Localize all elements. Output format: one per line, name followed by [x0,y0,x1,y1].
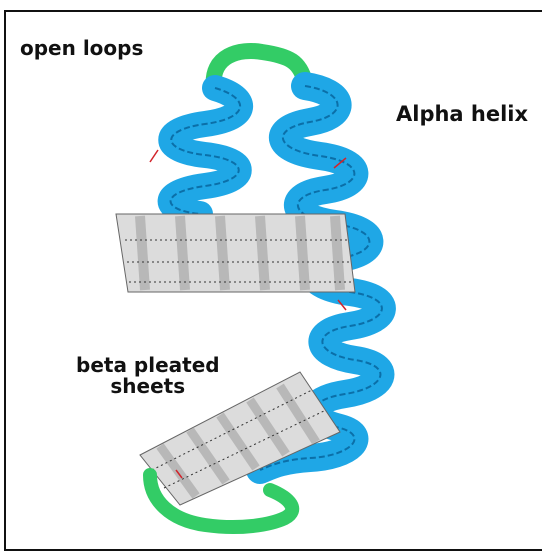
beta-pleated-sheets-label: beta pleated sheets [76,355,220,397]
beta-label-line1: beta pleated [76,355,220,376]
alpha-helix-label: Alpha helix [396,103,528,125]
beta-label-line2: sheets [76,376,220,397]
left-alpha-helix [171,88,241,214]
upper-beta-sheet [116,214,355,292]
open-loops-label: open loops [20,38,143,59]
